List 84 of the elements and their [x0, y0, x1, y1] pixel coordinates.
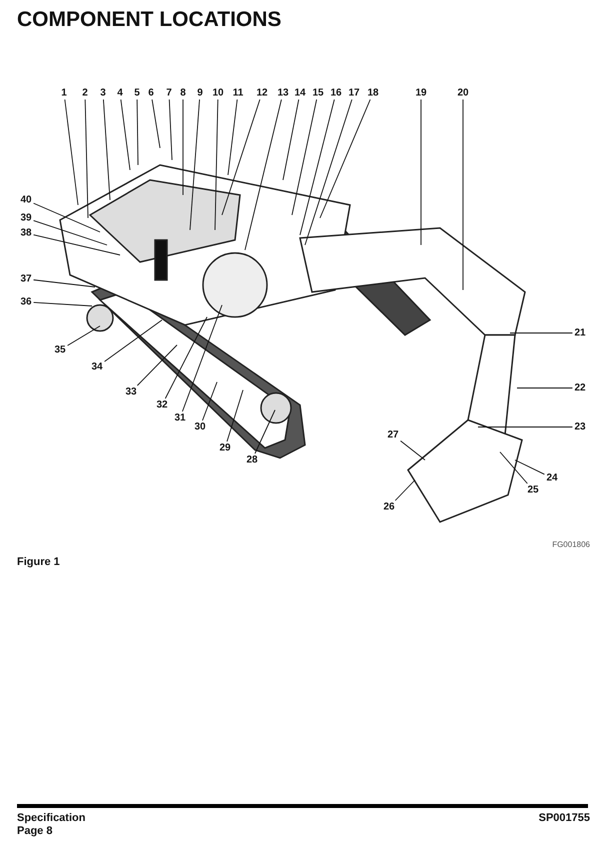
page-title: COMPONENT LOCATIONS	[17, 8, 282, 32]
leader-line	[214, 99, 218, 230]
leader-line	[64, 99, 78, 206]
callout-number: 32	[155, 400, 169, 410]
callout-number: 9	[196, 88, 204, 98]
footer-text: Specification	[17, 812, 86, 824]
leader-line	[102, 99, 110, 200]
callout-number: 8	[179, 88, 187, 98]
leader-line	[510, 332, 573, 334]
document-code: SP001755	[538, 812, 590, 824]
leader-line	[152, 99, 160, 148]
callout-number: 38	[19, 228, 33, 238]
callout-number: 7	[165, 88, 173, 98]
callout-number: 5	[133, 88, 141, 98]
leader-line	[244, 99, 282, 250]
leader-line	[514, 460, 545, 475]
callout-number: 34	[90, 362, 104, 372]
leader-line	[292, 99, 318, 216]
leader-line	[67, 326, 100, 346]
callout-number: 29	[218, 442, 232, 454]
callout-number: 23	[573, 422, 587, 432]
leader-line	[462, 99, 464, 290]
figure-caption: Figure 1	[17, 556, 60, 568]
callout-number: 39	[19, 212, 33, 224]
leader-line	[182, 304, 222, 412]
callout-number: 13	[276, 88, 290, 98]
leader-line	[84, 99, 88, 218]
callout-number: 4	[116, 88, 124, 98]
callout-number: 26	[382, 502, 396, 512]
callout-number: 11	[232, 88, 244, 98]
leader-line	[182, 99, 184, 196]
callout-number: 37	[19, 274, 33, 284]
callout-number: 18	[366, 88, 380, 98]
page-number: Page 8	[17, 825, 52, 837]
leader-line	[320, 99, 371, 218]
callout-number: 27	[386, 430, 400, 440]
leader-line	[104, 320, 162, 362]
leader-line	[228, 99, 238, 176]
leader-line	[202, 382, 218, 421]
leader-line	[400, 440, 426, 460]
leader-line	[136, 344, 178, 386]
callout-number: 12	[255, 88, 269, 98]
leader-line	[33, 279, 96, 288]
callout-number: 30	[193, 422, 207, 432]
callout-number: 35	[53, 344, 67, 356]
callout-number: 14	[293, 88, 307, 98]
leader-line	[300, 99, 335, 236]
callout-number: 3	[99, 88, 107, 98]
callout-number: 1	[60, 88, 68, 98]
leader-line	[282, 99, 300, 180]
figure-code: FG001806	[552, 540, 590, 549]
leader-line	[226, 390, 244, 442]
callout-number: 21	[573, 328, 587, 338]
leader-line	[33, 302, 92, 306]
callout-number: 6	[147, 88, 155, 98]
callout-number: 33	[124, 386, 138, 398]
leader-line	[33, 202, 100, 232]
callout-number: 31	[173, 412, 187, 424]
callout-number: 19	[414, 88, 428, 98]
callout-number: 36	[19, 296, 33, 308]
leader-line	[190, 99, 200, 230]
leader-line	[164, 316, 208, 399]
callout-number: 40	[19, 194, 33, 206]
leader-line	[222, 99, 260, 216]
callout-number: 24	[545, 472, 559, 484]
leader-line	[394, 480, 416, 501]
leader-line	[420, 99, 422, 246]
callout-number: 25	[526, 484, 540, 496]
leader-line	[33, 220, 108, 246]
leader-line	[500, 452, 528, 484]
leader-line	[120, 99, 130, 170]
callout-number: 15	[311, 88, 325, 98]
callout-number: 2	[81, 88, 89, 98]
callout-number: 10	[211, 88, 225, 98]
callout-number: 17	[347, 88, 361, 98]
callout-number: 28	[245, 454, 259, 466]
leader-line	[168, 99, 172, 160]
leader-line	[304, 99, 352, 246]
leader-line	[136, 99, 138, 166]
callout-number: 16	[329, 88, 343, 98]
leader-line	[478, 426, 573, 428]
callout-number: 20	[456, 88, 470, 98]
callout-number: 22	[573, 382, 587, 394]
leader-line	[33, 234, 120, 256]
